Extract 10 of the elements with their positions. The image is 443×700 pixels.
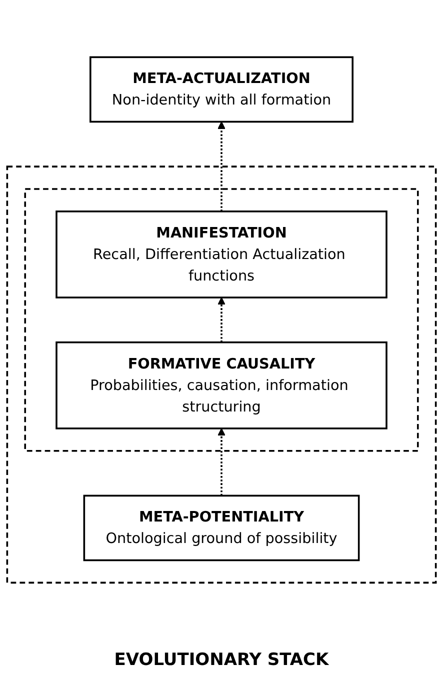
- arrow: [218, 121, 226, 212]
- node-box: META-ACTUALIZATION Non-identity with all formation: [90, 56, 354, 123]
- cluster: [6, 166, 437, 584]
- cluster: [24, 188, 419, 452]
- node-box: MANIFESTATION Recall, Differentiation Actualization functions: [56, 210, 388, 298]
- arrow: [218, 428, 226, 496]
- diagram-caption: EVOLUTIONARY STACK: [113, 650, 330, 670]
- node-box: FORMATIVE CAUSALITY Probabilities, causation, information structuring: [56, 342, 388, 430]
- node-box: META-POTENTIALITY Ontological ground of possibility: [83, 494, 360, 562]
- arrow: [218, 297, 226, 342]
